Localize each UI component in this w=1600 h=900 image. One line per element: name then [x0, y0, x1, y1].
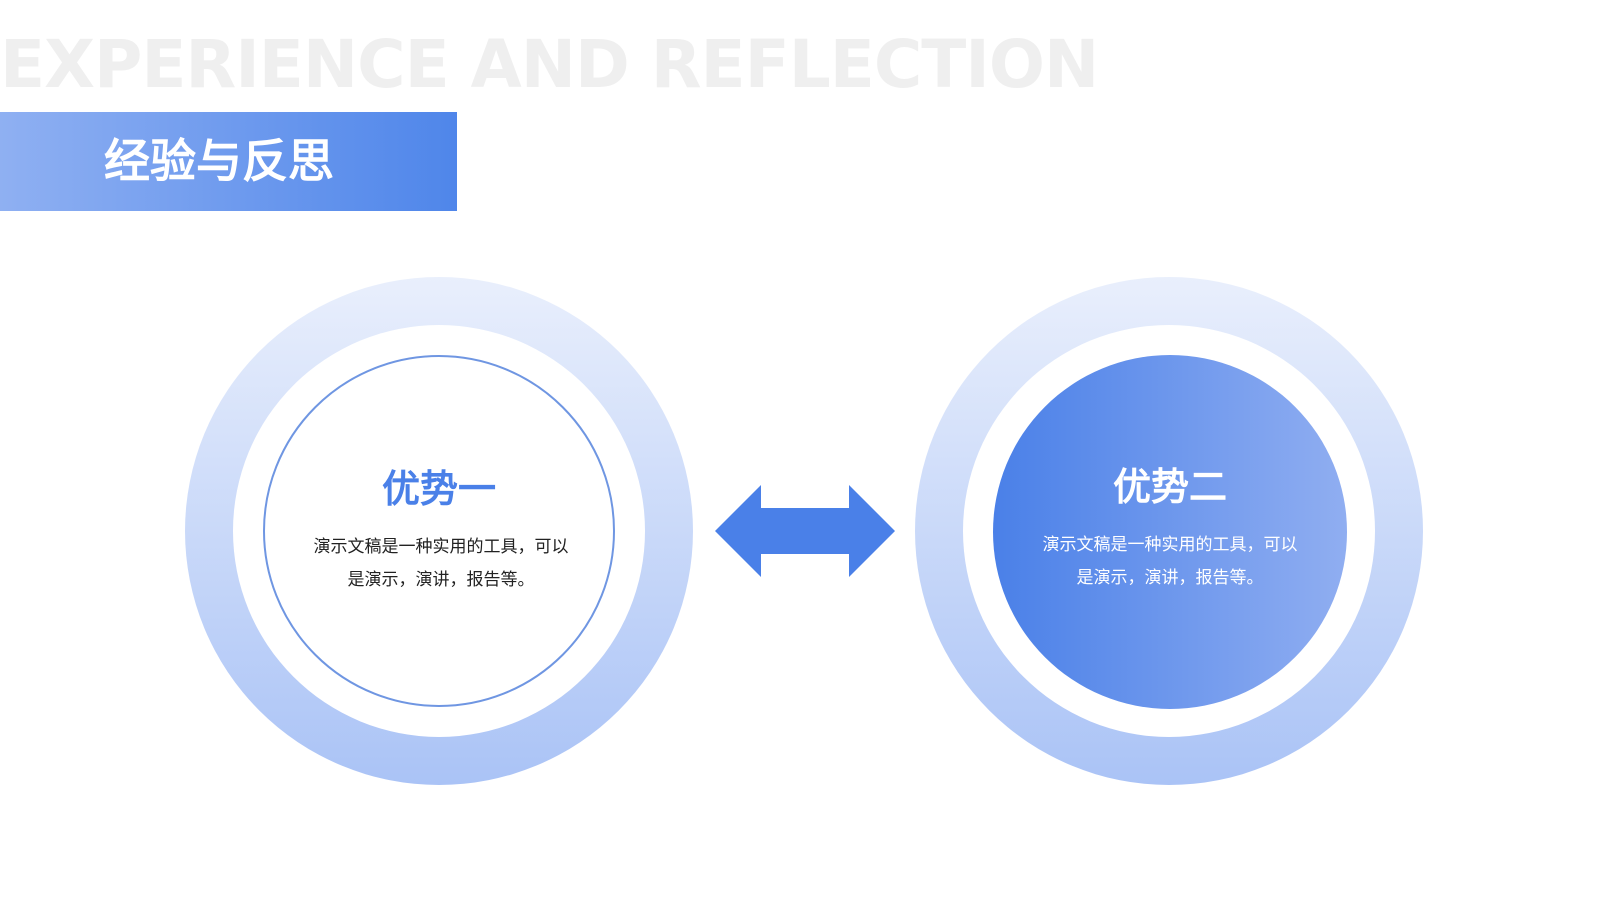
advantage-two-line1: 演示文稿是一种实用的工具，可以	[1042, 535, 1298, 555]
advantage-one-content: 优势一 演示文稿是一种实用的工具，可以 是演示，演讲，报告等。	[265, 357, 613, 705]
advantage-two-description: 演示文稿是一种实用的工具，可以 是演示，演讲，报告等。	[1024, 529, 1316, 595]
advantage-two-heading: 优势二	[1112, 465, 1227, 509]
advantage-one-heading: 优势一	[381, 467, 496, 511]
page-title: 经验与反思	[104, 134, 334, 188]
advantage-two-circle: 优势二 演示文稿是一种实用的工具，可以 是演示，演讲，报告等。	[993, 355, 1347, 709]
background-title: EXPERIENCE AND REFLECTION	[0, 26, 1099, 103]
advantage-one-line1: 演示文稿是一种实用的工具，可以	[313, 537, 569, 557]
title-bar: 经验与反思	[0, 112, 457, 211]
advantage-two-content: 优势二 演示文稿是一种实用的工具，可以 是演示，演讲，报告等。	[993, 355, 1347, 709]
left-outer-ring: 优势一 演示文稿是一种实用的工具，可以 是演示，演讲，报告等。	[185, 277, 693, 785]
double-arrow-icon	[715, 485, 895, 577]
advantage-one-description: 演示文稿是一种实用的工具，可以 是演示，演讲，报告等。	[295, 531, 587, 597]
advantage-one-line2: 是演示，演讲，报告等。	[347, 570, 535, 590]
advantage-one-circle: 优势一 演示文稿是一种实用的工具，可以 是演示，演讲，报告等。	[263, 355, 615, 707]
advantage-two-line2: 是演示，演讲，报告等。	[1076, 568, 1264, 588]
right-outer-ring: 优势二 演示文稿是一种实用的工具，可以 是演示，演讲，报告等。	[915, 277, 1423, 785]
